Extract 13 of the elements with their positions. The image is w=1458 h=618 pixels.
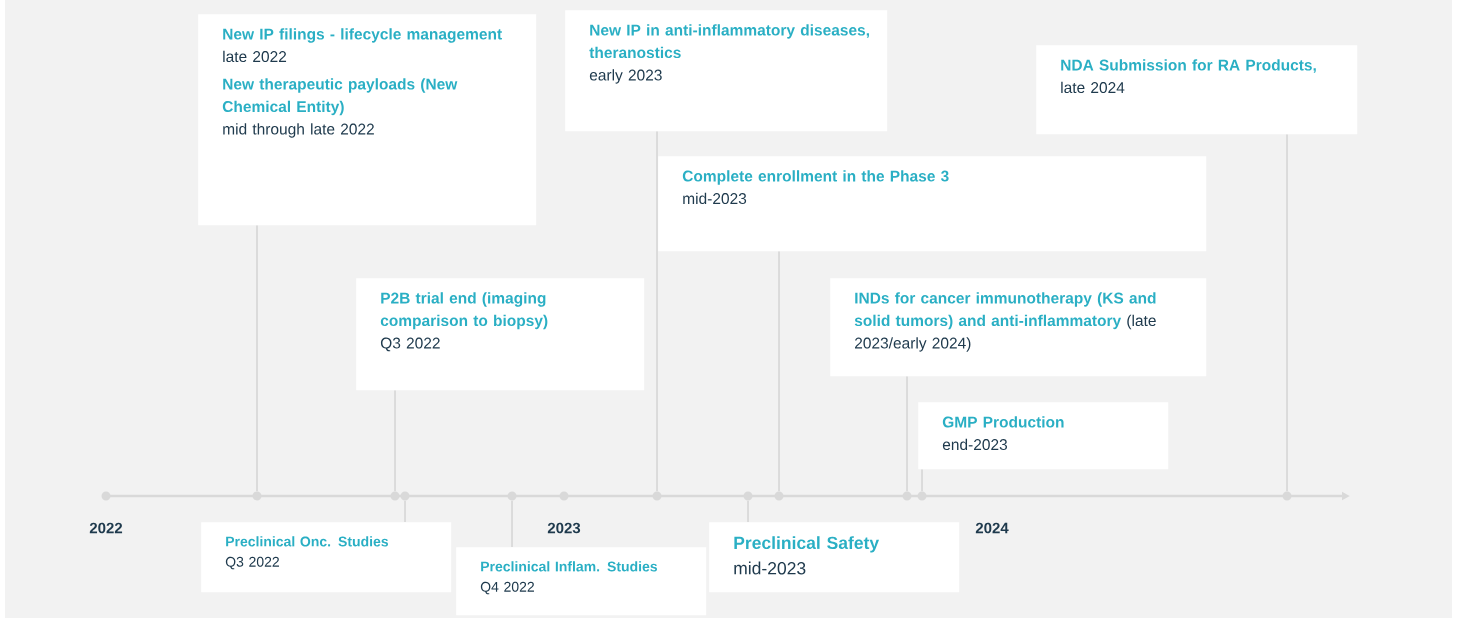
milestone-box: Preclinical Onc. Studies Q3 2022 xyxy=(201,522,452,593)
milestone-box: GMP Production end-2023 xyxy=(918,402,1169,470)
milestone-box: Preclinical Safety mid-2023 xyxy=(709,522,960,593)
milestone-box: P2B trial end (imaging comparison to biopsy) Q3 2022 xyxy=(356,278,645,391)
year-label: 2023 xyxy=(547,522,581,534)
milestone-box: New IP in anti-inflammatory diseases, theranostics early 2023 xyxy=(565,10,888,132)
milestone-box: Complete enrollment in the Phase 3 mid-2023 xyxy=(658,156,1207,252)
milestone-box: NDA Submission for RA Products, late 2024 xyxy=(1036,45,1358,135)
milestone-box: INDs for cancer immunotherapy (KS and solid tumors) and anti-inflammatory (late 2023/early 2024) xyxy=(830,278,1207,377)
milestone-box: Preclinical Inflam. Studies Q4 2022 xyxy=(456,547,707,616)
year-label: 2024 xyxy=(975,522,1009,534)
year-label: 2022 xyxy=(89,522,123,534)
milestone-box: New IP filings - lifecycle management late 2022 New therapeutic payloads (New Chemical Entity) mid through late 2022 xyxy=(198,14,537,226)
